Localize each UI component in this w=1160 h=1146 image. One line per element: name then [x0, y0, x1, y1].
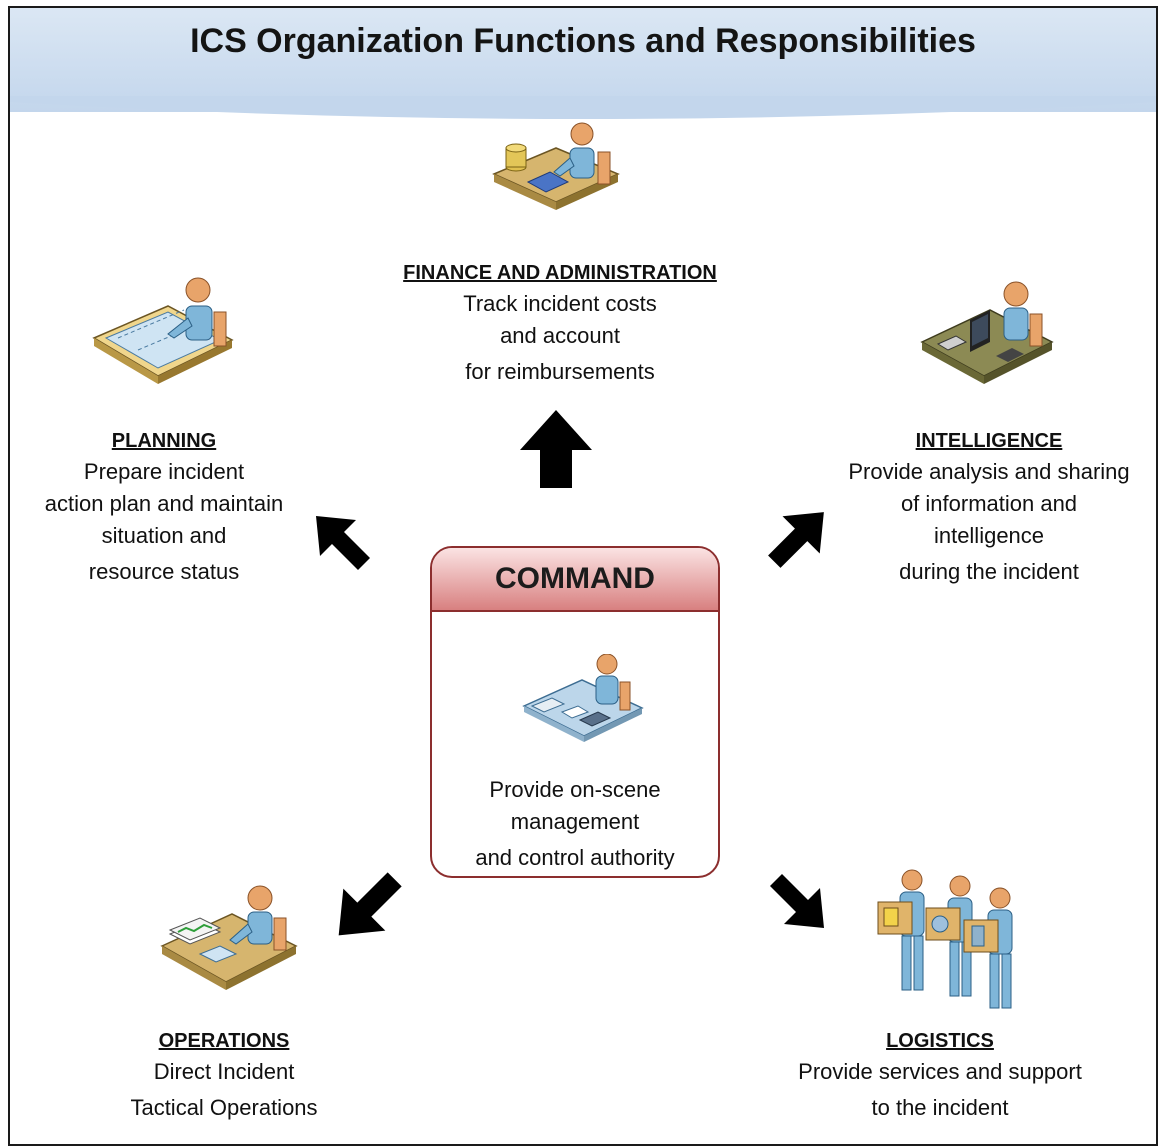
title-banner: ICS Organization Functions and Responsib…: [10, 8, 1156, 112]
arrow-up-left-icon: [316, 516, 370, 570]
planning-line-4: resource status: [88, 559, 240, 584]
planning-line-2: action plan and maintain: [44, 491, 284, 516]
command-line-1: Provide on-scene: [489, 777, 661, 802]
command-header: COMMAND: [432, 548, 718, 612]
command-title: COMMAND: [495, 562, 655, 595]
arrow-up-icon: [520, 410, 592, 488]
command-line-2: management: [510, 809, 640, 834]
finance-line-1: Track incident costs: [463, 291, 657, 316]
operations-heading: OPERATIONS: [158, 1030, 290, 1052]
command-line-3: and control authority: [475, 845, 675, 870]
intelligence-line-2: of information and: [900, 491, 1078, 516]
page-title: ICS Organization Functions and Responsib…: [190, 22, 976, 60]
finance-line-2: and account: [500, 323, 620, 348]
person-at-desk-icon: [522, 654, 644, 742]
finance-line-3: for reimbursements: [465, 359, 655, 384]
intelligence-line-4: during the incident: [899, 559, 1079, 584]
intelligence-heading: INTELLIGENCE: [915, 430, 1063, 452]
workers-carrying-boxes-icon: [877, 869, 1013, 1009]
intelligence-section: INTELLIGENCE Provide analysis and sharin…: [822, 426, 1156, 588]
planning-section: PLANNING Prepare incident action plan an…: [14, 426, 314, 588]
logistics-line-1: Provide services and support: [798, 1059, 1082, 1084]
finance-section: FINANCE AND ADMINISTRATION Track inciden…: [330, 258, 790, 388]
person-at-desk-with-charts-icon: [160, 885, 298, 990]
operations-line-1: Direct Incident: [153, 1059, 295, 1084]
planning-line-1: Prepare incident: [83, 459, 245, 484]
operations-line-2: Tactical Operations: [130, 1095, 318, 1120]
logistics-line-2: to the incident: [871, 1095, 1009, 1120]
arrow-down-right-icon: [770, 874, 824, 928]
command-description: Provide on-scene management and control …: [432, 774, 718, 874]
arrow-down-left-icon: [338, 872, 402, 936]
arrow-up-right-icon: [768, 512, 824, 568]
planning-line-3: situation and: [101, 523, 227, 548]
banner-curve: [10, 96, 1156, 119]
intelligence-line-3: intelligence: [933, 523, 1045, 548]
person-at-desk-with-calculator-icon: [492, 122, 620, 210]
planning-heading: PLANNING: [111, 430, 217, 452]
command-box: COMMAND Provide on-scene management and …: [430, 546, 720, 878]
logistics-section: LOGISTICS Provide services and support t…: [770, 1026, 1110, 1124]
finance-heading: FINANCE AND ADMINISTRATION: [403, 262, 717, 284]
intelligence-line-1: Provide analysis and sharing: [848, 459, 1130, 484]
person-at-drafting-table-icon: [92, 277, 234, 384]
logistics-heading: LOGISTICS: [886, 1030, 994, 1052]
operations-section: OPERATIONS Direct Incident Tactical Oper…: [74, 1026, 374, 1124]
person-at-computer-icon: [920, 281, 1054, 384]
